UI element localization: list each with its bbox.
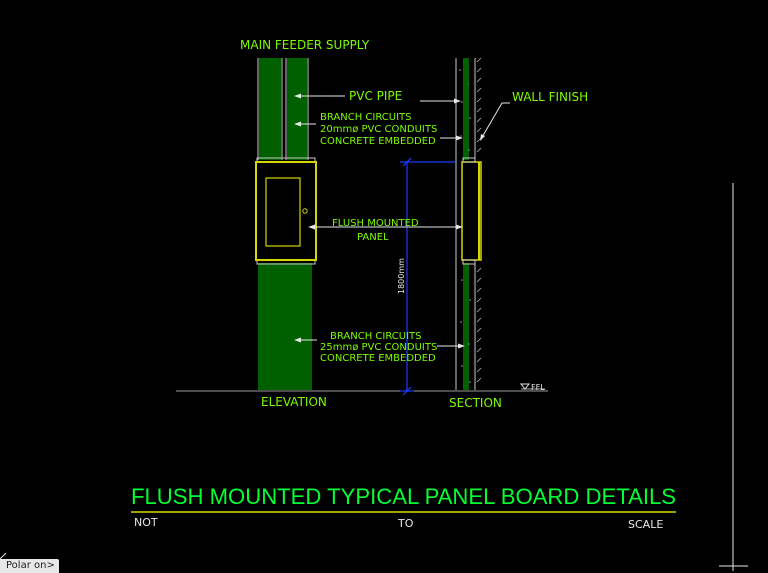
- title-sub-scale: SCALE: [628, 518, 663, 531]
- label-dimension: 1800mm: [397, 258, 406, 294]
- cursor-crosshair-icon: [0, 552, 7, 560]
- label-section: SECTION: [449, 396, 502, 410]
- section-top-plate: [462, 157, 476, 163]
- door-knob-icon: [302, 208, 308, 214]
- title-sub-not: NOT: [134, 516, 158, 529]
- dimension-1800: [400, 157, 455, 396]
- label-wall-finish: WALL FINISH: [512, 90, 588, 104]
- label-ffl: FFL: [531, 383, 545, 392]
- ffl-marker-icon: [519, 383, 531, 390]
- label-branch-bot-2: 25mmø PVC CONDUITS: [320, 342, 437, 353]
- label-branch-top-2: 20mmø PVC CONDUITS: [320, 124, 437, 135]
- section-view: [455, 57, 482, 390]
- label-branch-top-3: CONCRETE EMBEDDED: [320, 136, 436, 147]
- elevation-panel-box[interactable]: [255, 161, 317, 261]
- elevation-view: [255, 58, 317, 390]
- label-branch-bot-3: CONCRETE EMBEDDED: [320, 353, 436, 364]
- label-flush-2: PANEL: [357, 232, 389, 243]
- section-conduits: [463, 58, 469, 390]
- polar-status-badge[interactable]: Polar on>: [0, 559, 59, 573]
- label-branch-bot-1: BRANCH CIRCUITS: [330, 331, 422, 342]
- label-pvc-pipe: PVC PIPE: [349, 89, 402, 103]
- label-elevation: ELEVATION: [261, 395, 327, 409]
- title-sub-to: TO: [397, 517, 414, 530]
- lower-conduit-bundle: [258, 263, 312, 390]
- label-flush-1: FLUSH MOUNTED: [332, 218, 419, 229]
- upper-conduit-bundle: [259, 58, 307, 160]
- concrete-dots: [459, 69, 471, 383]
- panel-door: [265, 177, 301, 247]
- leader-arrowheads: [294, 93, 485, 349]
- label-branch-top-1: BRANCH CIRCUITS: [320, 112, 412, 123]
- drawing-title: FLUSH MOUNTED TYPICAL PANEL BOARD DETAIL…: [131, 484, 676, 509]
- section-bottom-plate: [462, 259, 476, 265]
- wall-finish-hatch: [476, 57, 482, 383]
- label-main-feeder: MAIN FEEDER SUPPLY: [240, 38, 370, 52]
- pipe-outline: [257, 58, 309, 160]
